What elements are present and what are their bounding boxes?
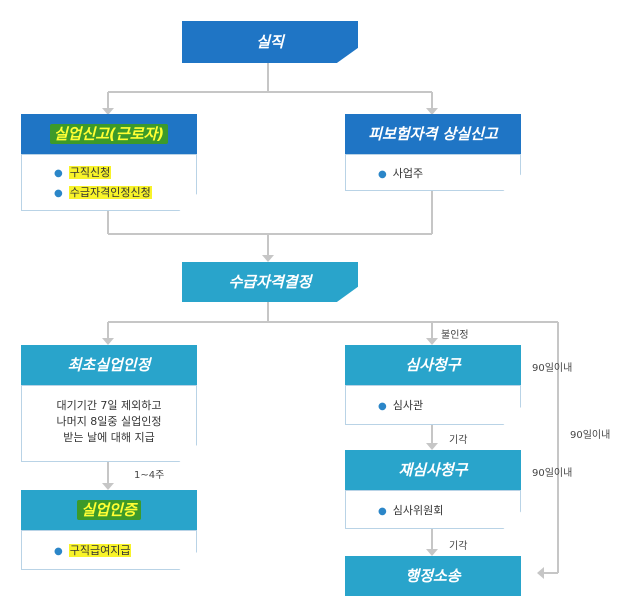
list-item: ●구직신청: [54, 166, 112, 179]
label-within-90-review: 90일이내: [532, 363, 573, 374]
list-item: ●사업주: [378, 167, 424, 180]
list-item: ●수급자격인정신청: [54, 186, 152, 199]
node-review-header: 심사청구: [345, 345, 521, 385]
node-unemp-cert-body: ●구직급여지급: [21, 530, 197, 570]
node-eligibility-title: 수급자격결정: [228, 273, 312, 291]
bullet-icon: ●: [378, 401, 387, 412]
node-first-cert-header: 최초실업인정: [21, 345, 197, 385]
label-rejected: 불인정: [441, 330, 469, 341]
node-unemp-report-title: 실업신고(근로자): [49, 124, 169, 144]
node-review-title: 심사청구: [405, 356, 461, 374]
body-line: 나머지 8일중 실업인정: [56, 415, 162, 428]
label-dismissed-1: 기각: [449, 435, 468, 446]
bullet-icon: ●: [54, 168, 63, 179]
label-within-90-rereview: 90일이내: [532, 468, 573, 479]
node-lawsuit: 행정소송: [345, 556, 521, 596]
node-unemp-report-header: 실업신고(근로자): [21, 114, 197, 154]
bullet-icon: ●: [378, 169, 387, 180]
node-review-body: ●심사관: [345, 385, 521, 425]
list-item: ●심사위원회: [378, 504, 444, 517]
node-insured-loss-header: 피보험자격 상실신고: [345, 114, 521, 154]
node-first-cert-title: 최초실업인정: [67, 356, 151, 374]
node-unemp-cert-title: 실업인증: [77, 500, 141, 520]
label-weeks: 1~4주: [134, 470, 165, 481]
node-rereview-title: 재심사청구: [398, 461, 468, 479]
node-eligibility: 수급자격결정: [182, 262, 358, 302]
label-within-90-bypass: 90일이내: [570, 430, 611, 441]
label-dismissed-2: 기각: [449, 541, 468, 552]
node-rereview-body: ●심사위원회: [345, 490, 521, 529]
bullet-icon: ●: [54, 546, 63, 557]
node-first-cert-body: 대기기간 7일 제외하고 나머지 8일중 실업인정 받는 날에 대해 지급: [21, 385, 197, 462]
bullet-icon: ●: [378, 506, 387, 517]
body-line: 대기기간 7일 제외하고: [56, 399, 162, 412]
body-line: 받는 날에 대해 지급: [63, 431, 155, 444]
list-item: ●구직급여지급: [54, 544, 132, 557]
node-rereview-header: 재심사청구: [345, 450, 521, 490]
node-insured-loss-title: 피보험자격 상실신고: [368, 125, 498, 143]
node-jobloss: 실직: [182, 21, 358, 63]
list-item: ●심사관: [378, 399, 424, 412]
node-lawsuit-title: 행정소송: [405, 567, 461, 585]
node-unemp-cert-header: 실업인증: [21, 490, 197, 530]
node-insured-loss-body: ●사업주: [345, 154, 521, 191]
bullet-icon: ●: [54, 188, 63, 199]
node-unemp-report-body: ●구직신청 ●수급자격인정신청: [21, 154, 197, 211]
node-jobloss-title: 실직: [256, 33, 284, 51]
